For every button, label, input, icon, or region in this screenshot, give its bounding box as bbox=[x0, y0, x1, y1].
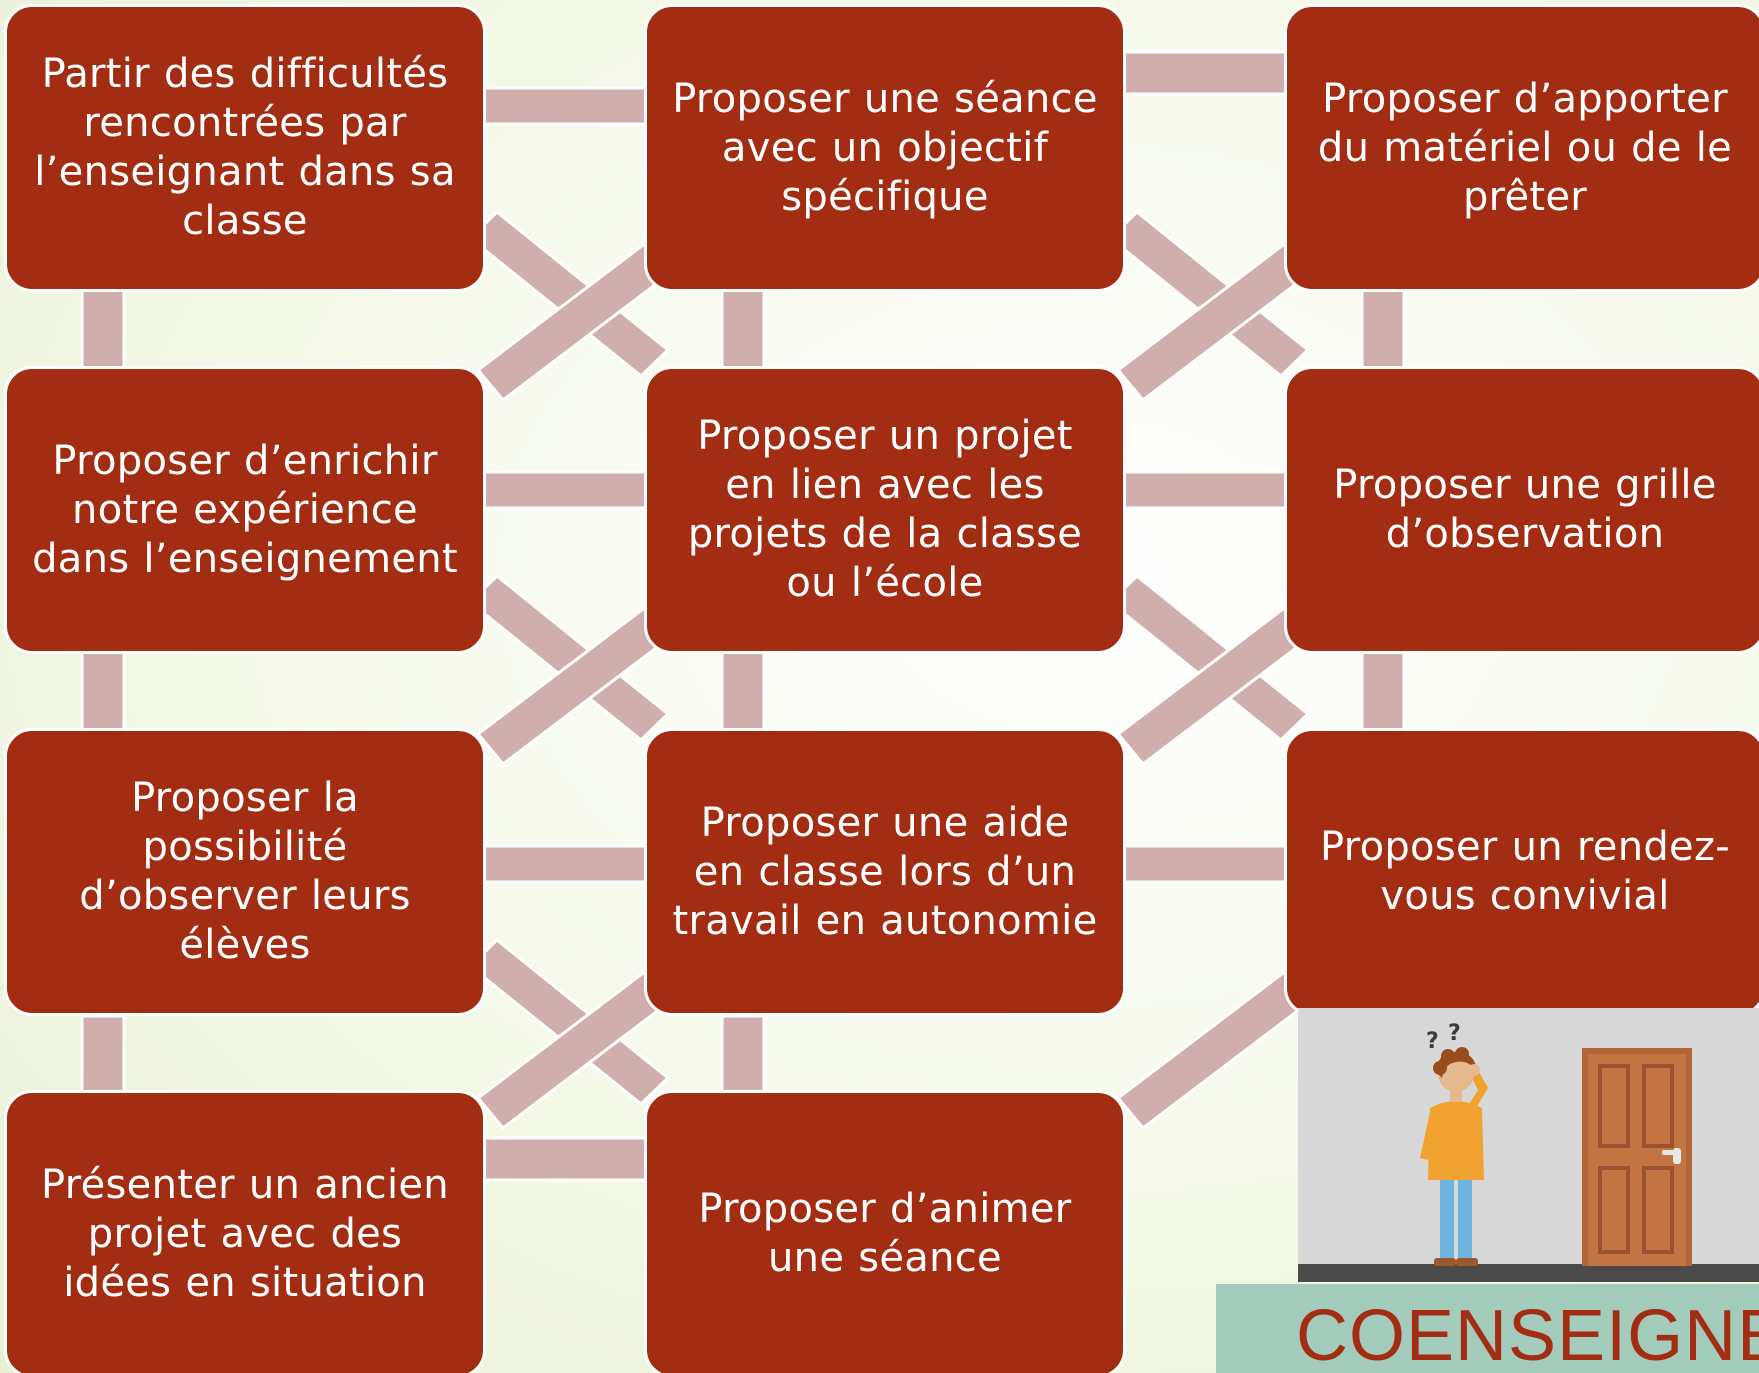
node-partir-difficultes: Partir des difficultés rencontrées par l… bbox=[4, 4, 486, 292]
door-icon bbox=[1582, 1048, 1692, 1266]
node-seance-objectif: Proposer une séance avec un objectif spé… bbox=[644, 4, 1126, 292]
question-marks-icon: ? ? bbox=[1426, 1021, 1461, 1054]
connector-bar bbox=[1360, 650, 1406, 734]
connector-bar bbox=[720, 650, 766, 734]
connector-bar bbox=[1118, 50, 1294, 96]
node-observer-eleves: Proposer la possibilité d’observer leurs… bbox=[4, 728, 486, 1016]
connector-bar bbox=[476, 1136, 652, 1182]
connector-bar bbox=[476, 470, 652, 510]
connector-bar bbox=[720, 286, 766, 370]
connector-bar bbox=[1118, 470, 1294, 510]
node-animer-seance: Proposer d’animer une séance bbox=[644, 1090, 1126, 1373]
connector-bar bbox=[80, 286, 126, 370]
connector-diagonal bbox=[1115, 967, 1315, 1131]
connector-bar bbox=[80, 650, 126, 734]
confused-person-illustration: ? ? bbox=[1298, 1008, 1759, 1282]
connector-bar bbox=[1118, 844, 1294, 884]
svg-text:?: ? bbox=[1426, 1029, 1439, 1054]
connector-bar bbox=[476, 86, 652, 126]
node-ancien-projet: Présenter un ancien projet avec des idée… bbox=[4, 1090, 486, 1373]
caption-banner: COENSEIGNEMENT bbox=[1216, 1284, 1759, 1373]
svg-text:?: ? bbox=[1448, 1021, 1461, 1046]
node-rendez-vous: Proposer un rendez-vous convivial bbox=[1284, 728, 1759, 1016]
confused-person bbox=[1420, 1047, 1488, 1266]
connector-bar bbox=[476, 844, 652, 884]
connector-bar bbox=[720, 1014, 766, 1098]
node-materiel: Proposer d’apporter du matériel ou de le… bbox=[1284, 4, 1759, 292]
node-projet-lien: Proposer un projet en lien avec les proj… bbox=[644, 366, 1126, 654]
node-aide-autonomie: Proposer une aide en classe lors d’un tr… bbox=[644, 728, 1126, 1016]
connector-bar bbox=[1360, 286, 1406, 370]
node-enrichir-experience: Proposer d’enrichir notre expérience dan… bbox=[4, 366, 486, 654]
node-grille-observation: Proposer une grille d’observation bbox=[1284, 366, 1759, 654]
connector-bar bbox=[80, 1014, 126, 1098]
caption-text: COENSEIGNEMENT bbox=[1296, 1296, 1759, 1373]
